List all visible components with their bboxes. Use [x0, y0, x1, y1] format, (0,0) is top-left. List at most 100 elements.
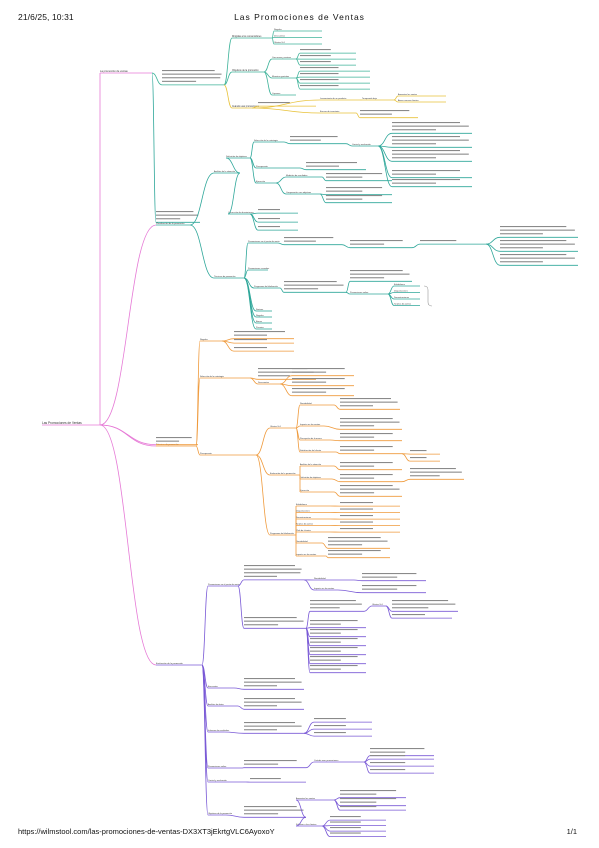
branch-connector: [249, 141, 255, 159]
branch-connector: [275, 176, 287, 184]
text-block-line: [244, 678, 295, 680]
branch-connector: [255, 454, 271, 536]
leaf-node: Definición de objetivos: [300, 476, 321, 479]
leaf-node: Promociones en el punto de venta: [208, 583, 240, 586]
text-block-line: [340, 474, 393, 476]
bracket-line: [423, 285, 433, 307]
branch-connector: [485, 243, 501, 266]
text-block-line: [292, 378, 345, 380]
branch-connector: [249, 377, 259, 385]
leaf-node: Aumentar las ventas: [398, 93, 417, 96]
leaf-node: Demostraciones: [394, 296, 409, 299]
branch-connector: [189, 172, 215, 226]
text-block-line: [310, 665, 358, 667]
text-block-line: [244, 575, 277, 577]
branch-connector: [345, 143, 353, 147]
text-block-line: [300, 55, 331, 57]
text-block-line: [392, 170, 460, 172]
branch-connector: [195, 377, 201, 447]
branch-a-when: Cuándo usar promociones: [232, 105, 260, 108]
text-block-line: [300, 67, 339, 69]
branch-connector: [331, 478, 341, 483]
leaf-node: Encuestas: [208, 685, 218, 688]
text-block-line: [392, 603, 456, 605]
text-block-line: [328, 553, 363, 555]
leaf-node: Exceso de inventario: [320, 110, 340, 113]
leaf-node: Bonos: [256, 321, 262, 323]
text-block-line: [234, 334, 267, 336]
branch-connector: [363, 605, 373, 612]
branch-connector: [337, 589, 363, 594]
text-block-line: [340, 492, 375, 494]
text-block-line: [290, 136, 338, 138]
leaf-node: Objetivos de la promoción: [208, 812, 233, 815]
branch-connector: [223, 37, 233, 86]
branch-connector: [329, 439, 341, 442]
text-block-line: [244, 620, 304, 622]
branch-connector: [189, 224, 215, 279]
branch-connector: [321, 819, 331, 827]
branch-a-types: Dirigidas a los consumidores: [232, 35, 262, 38]
text-block-line: [330, 832, 361, 834]
leaf-node: Cupones: [272, 93, 280, 95]
text-block-line: [392, 143, 436, 145]
text-block-line: [258, 209, 280, 211]
text-block-line: [250, 778, 281, 780]
branch-connector: [393, 99, 399, 103]
leaf-node: Percepción de la marca: [300, 437, 323, 440]
text-block-line: [370, 755, 406, 757]
text-block-line: [392, 614, 425, 616]
text-block-line: [340, 398, 391, 400]
text-block-line: [244, 705, 277, 707]
branch-connector: [263, 71, 273, 96]
text-block-line: [340, 477, 375, 479]
text-block-line: [306, 162, 357, 164]
branch-connector: [387, 293, 395, 306]
text-block-line: [360, 113, 392, 115]
text-block-line: [500, 243, 575, 245]
branch-connector: [295, 77, 301, 90]
text-block-line: [234, 331, 285, 333]
text-block-line: [500, 233, 543, 235]
text-block-line: [500, 254, 567, 256]
branch-connector: [303, 579, 315, 591]
text-block-line: [310, 632, 341, 634]
branch-connector: [249, 213, 259, 231]
text-block-line: [258, 371, 314, 373]
leaf-node: Presupuesto: [256, 165, 269, 168]
text-block-line: [310, 623, 341, 625]
text-block-line: [340, 433, 393, 435]
text-block-line: [162, 77, 221, 79]
branch-connector: [99, 424, 157, 446]
source-url[interactable]: https://wilmstool.com/las-promociones-de…: [18, 827, 275, 836]
text-block-line: [392, 136, 460, 138]
branch-connector: [227, 172, 241, 215]
text-block-line: [244, 624, 279, 626]
branch-connector: [333, 465, 341, 471]
leaf-node: Rentabilidad: [296, 540, 308, 543]
text-block-line: [340, 421, 400, 423]
text-block-line: [300, 49, 331, 51]
leaf-node: Análisis de la situación: [214, 170, 236, 173]
text-block-line: [156, 214, 199, 216]
text-block-line: [314, 718, 346, 720]
text-block-line: [244, 809, 304, 811]
branch-connector: [275, 182, 287, 195]
branch-connector: [319, 193, 327, 204]
branch-connector: [243, 277, 257, 318]
text-block-line: [244, 729, 277, 731]
branch-connector: [323, 425, 341, 430]
branch-connector: [151, 72, 157, 223]
branch-connector: [223, 84, 233, 109]
text-block-line: [258, 368, 308, 370]
branch-d-node: Evaluación de la promoción: [156, 662, 184, 665]
branch-b-node: Planificación de la promoción: [156, 222, 185, 225]
leaf-node: Ofertas 2x1: [274, 41, 286, 44]
text-block-line: [326, 187, 383, 189]
text-block-line: [340, 436, 375, 438]
leaf-node: Muestras gratuitas: [272, 75, 289, 78]
text-block-line: [162, 80, 197, 82]
text-block-line: [340, 515, 373, 517]
branch-connector: [295, 52, 301, 60]
